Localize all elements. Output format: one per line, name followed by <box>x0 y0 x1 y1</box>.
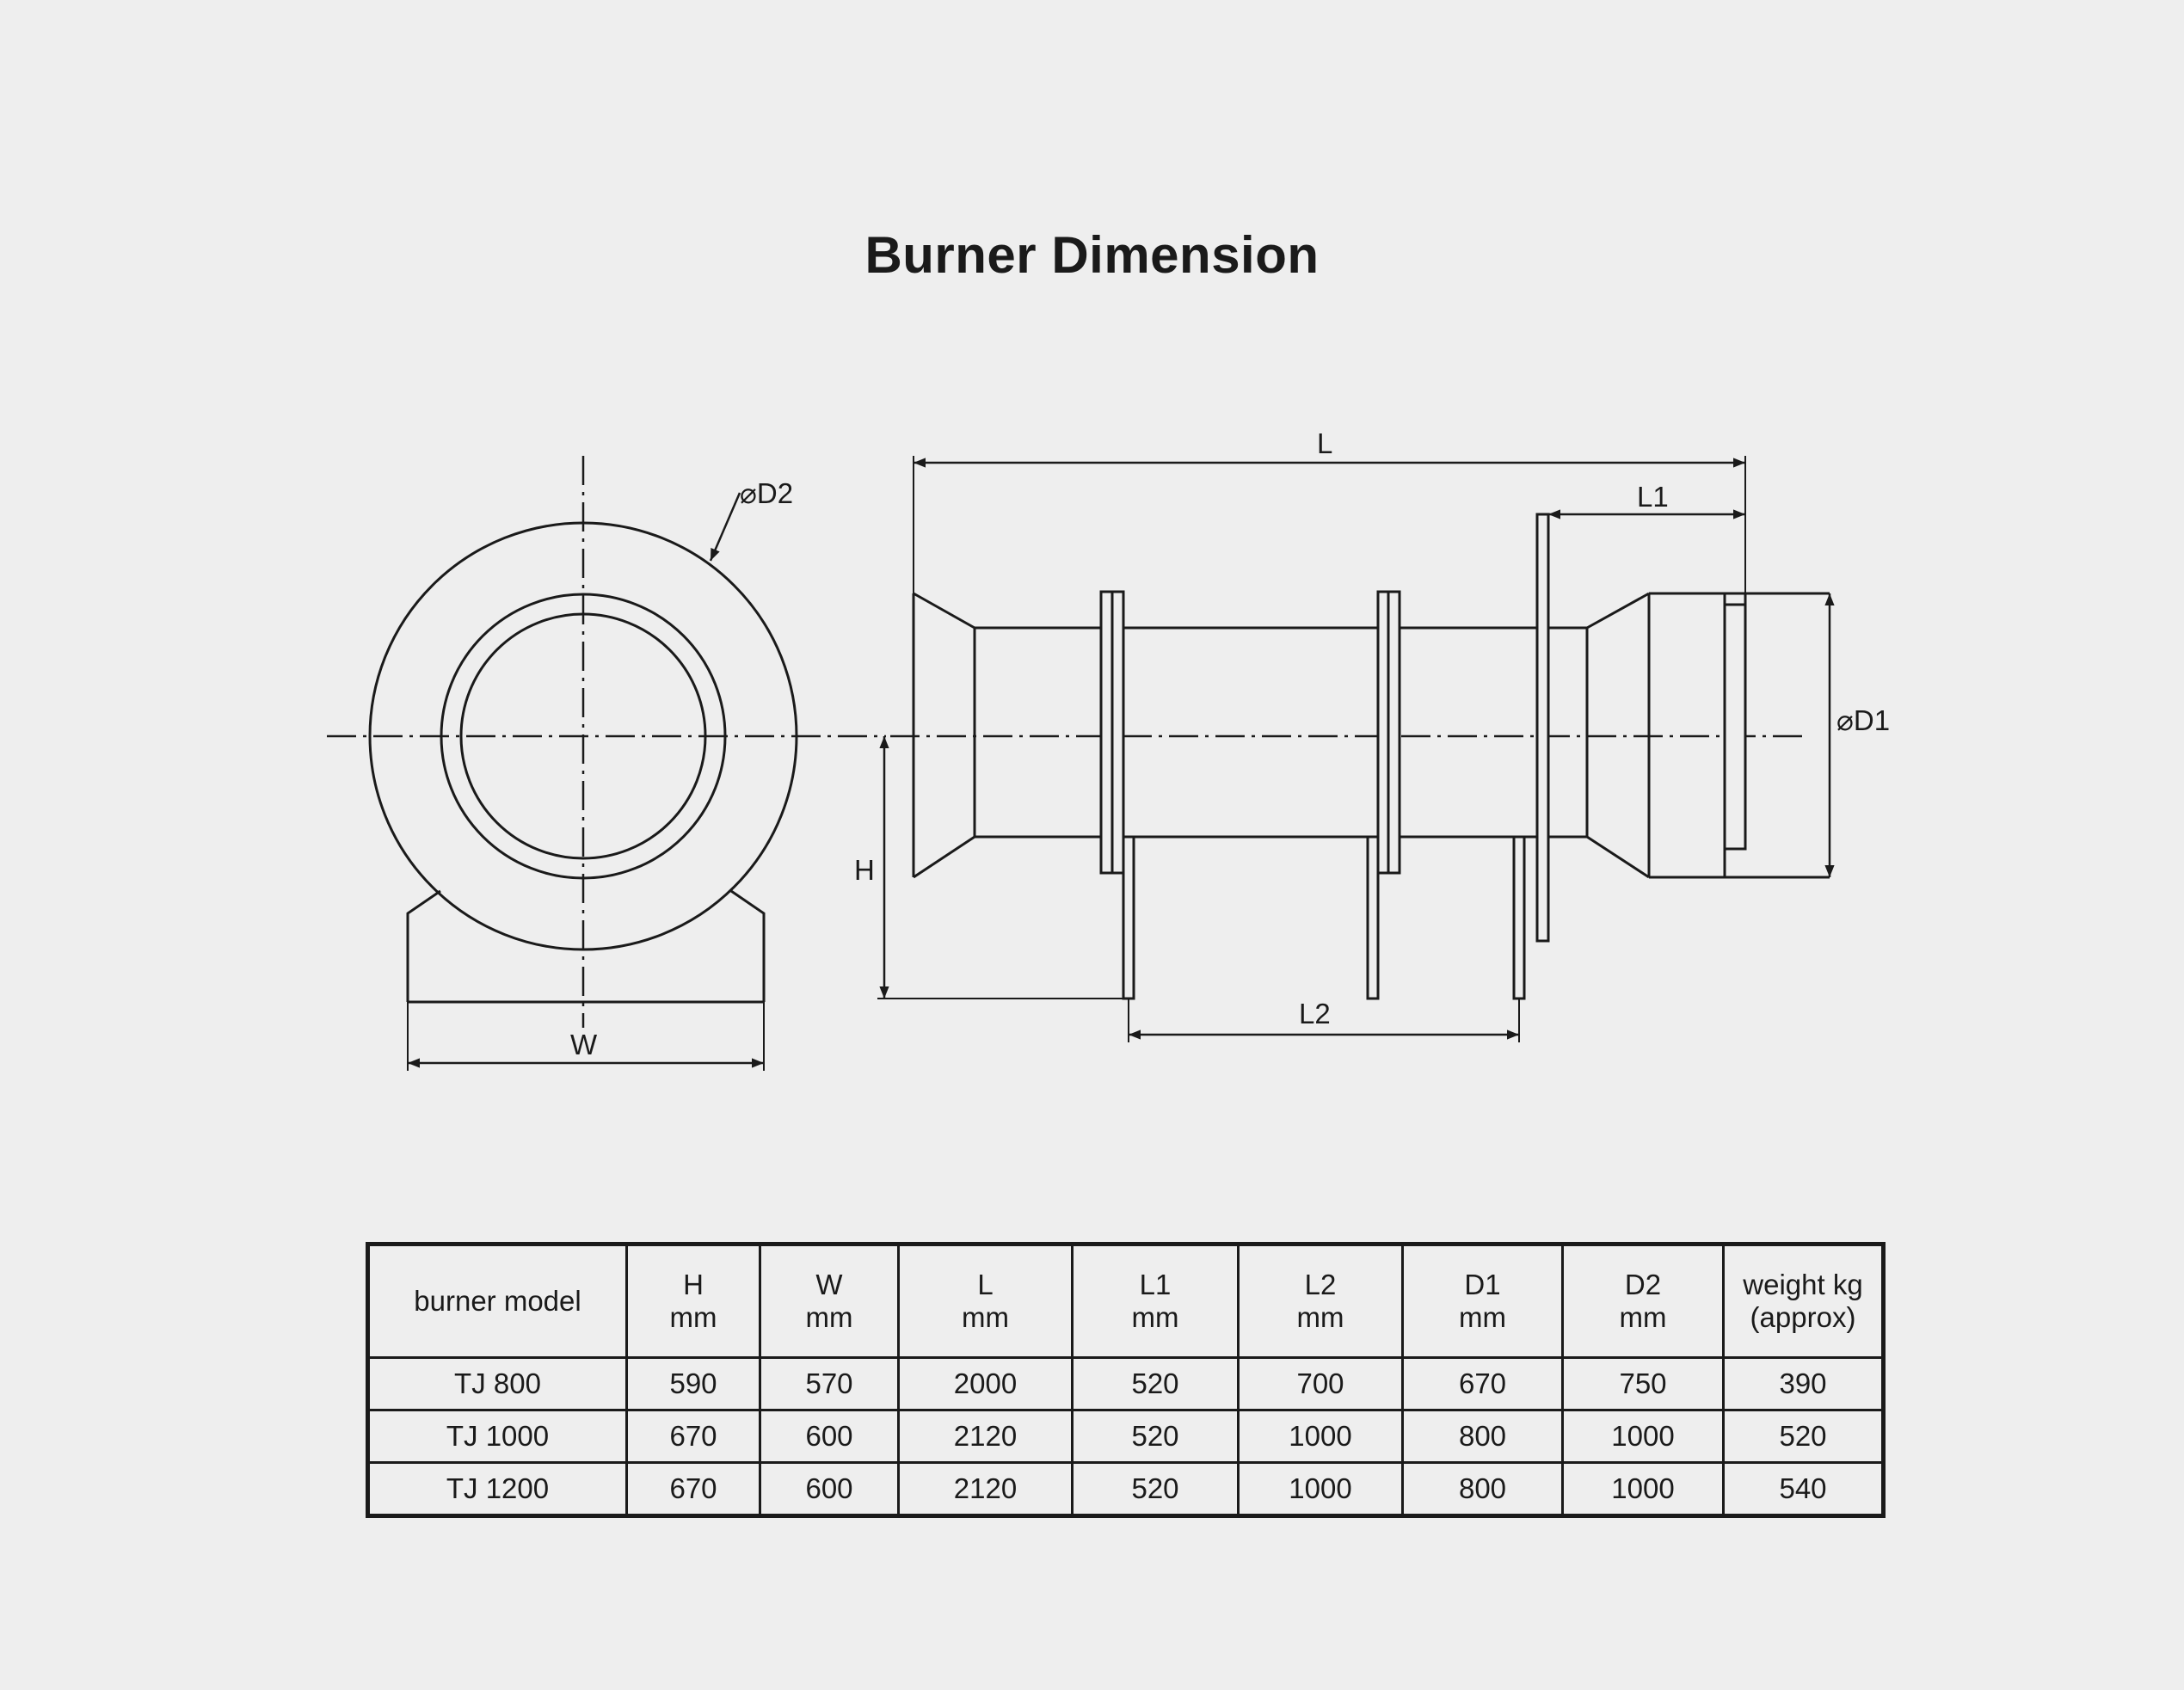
base-support-right <box>730 889 766 1002</box>
mounting-plate <box>1535 513 1550 943</box>
cell-l1: 520 <box>1071 1356 1240 1411</box>
header-weight: weight kg (approx) <box>1722 1243 1885 1359</box>
cell-model: TJ 1000 <box>366 1409 628 1464</box>
table-row: TJ 1000 670 600 2120 520 1000 800 1000 5… <box>366 1409 1885 1464</box>
d1-label: ⌀D1 <box>1836 704 1890 736</box>
header-d2: D2 mm <box>1561 1243 1725 1359</box>
table-row: TJ 800 590 570 2000 520 700 670 750 390 <box>366 1356 1885 1411</box>
support-leg-3 <box>1512 835 1526 1000</box>
cell-l2: 1000 <box>1237 1461 1404 1517</box>
outer-ring-circle <box>368 521 798 951</box>
cell-w: 570 <box>759 1356 900 1411</box>
cell-l1: 520 <box>1071 1461 1240 1517</box>
cell-w: 600 <box>759 1461 900 1517</box>
d2-label: ⌀D2 <box>740 477 793 509</box>
w-label: W <box>570 1029 598 1060</box>
cell-model: TJ 1200 <box>366 1461 628 1517</box>
middle-ring-circle <box>440 593 727 880</box>
cell-d2: 1000 <box>1561 1461 1725 1517</box>
front-view <box>327 456 886 1071</box>
cell-h: 590 <box>625 1356 761 1411</box>
cell-l2: 700 <box>1237 1356 1404 1411</box>
burner-dimension-table: burner model H mm W mm L mm L1 mm L2 mm <box>366 1242 1886 1518</box>
cell-w: 600 <box>759 1409 900 1464</box>
h-label: H <box>854 854 875 886</box>
cell-d2: 1000 <box>1561 1409 1725 1464</box>
header-h: H mm <box>625 1243 761 1359</box>
header-l2: L2 mm <box>1237 1243 1404 1359</box>
table-header-row: burner model H mm W mm L mm L1 mm L2 mm <box>366 1243 1885 1359</box>
d2-leader-line <box>709 492 741 562</box>
cell-l: 2120 <box>897 1461 1074 1517</box>
cell-l2: 1000 <box>1237 1409 1404 1464</box>
cell-d1: 800 <box>1401 1409 1564 1464</box>
header-d1: D1 mm <box>1401 1243 1564 1359</box>
cell-model: TJ 800 <box>366 1356 628 1411</box>
header-burner-model: burner model <box>366 1243 628 1359</box>
side-view <box>877 456 1835 1042</box>
cell-d1: 800 <box>1401 1461 1564 1517</box>
page-title: Burner Dimension <box>864 226 1320 284</box>
header-l: L mm <box>897 1243 1074 1359</box>
outlet-cone-top <box>1586 592 1650 630</box>
cell-weight: 390 <box>1722 1356 1885 1411</box>
cell-h: 670 <box>625 1461 761 1517</box>
cell-l: 2000 <box>897 1356 1074 1411</box>
outlet-cone-bottom <box>1586 835 1650 879</box>
l2-label: L2 <box>1299 998 1331 1029</box>
cell-weight: 520 <box>1722 1409 1885 1464</box>
base-support-left <box>406 889 441 1002</box>
support-leg-1 <box>1122 835 1135 1000</box>
header-w: W mm <box>759 1243 900 1359</box>
table-row: TJ 1200 670 600 2120 520 1000 800 1000 5… <box>366 1461 1885 1517</box>
cell-d1: 670 <box>1401 1356 1564 1411</box>
cell-l1: 520 <box>1071 1409 1240 1464</box>
cell-d2: 750 <box>1561 1356 1725 1411</box>
cell-l: 2120 <box>897 1409 1074 1464</box>
l1-label: L1 <box>1637 481 1669 513</box>
cell-weight: 540 <box>1722 1461 1885 1517</box>
cell-h: 670 <box>625 1409 761 1464</box>
inner-ring-circle <box>459 612 707 860</box>
support-leg-2 <box>1366 835 1380 1000</box>
header-l1: L1 mm <box>1071 1243 1240 1359</box>
inlet-cone-top <box>913 592 975 630</box>
end-flange <box>1723 592 1747 851</box>
l-label: L <box>1317 427 1332 459</box>
inlet-cone-bottom <box>913 835 975 879</box>
